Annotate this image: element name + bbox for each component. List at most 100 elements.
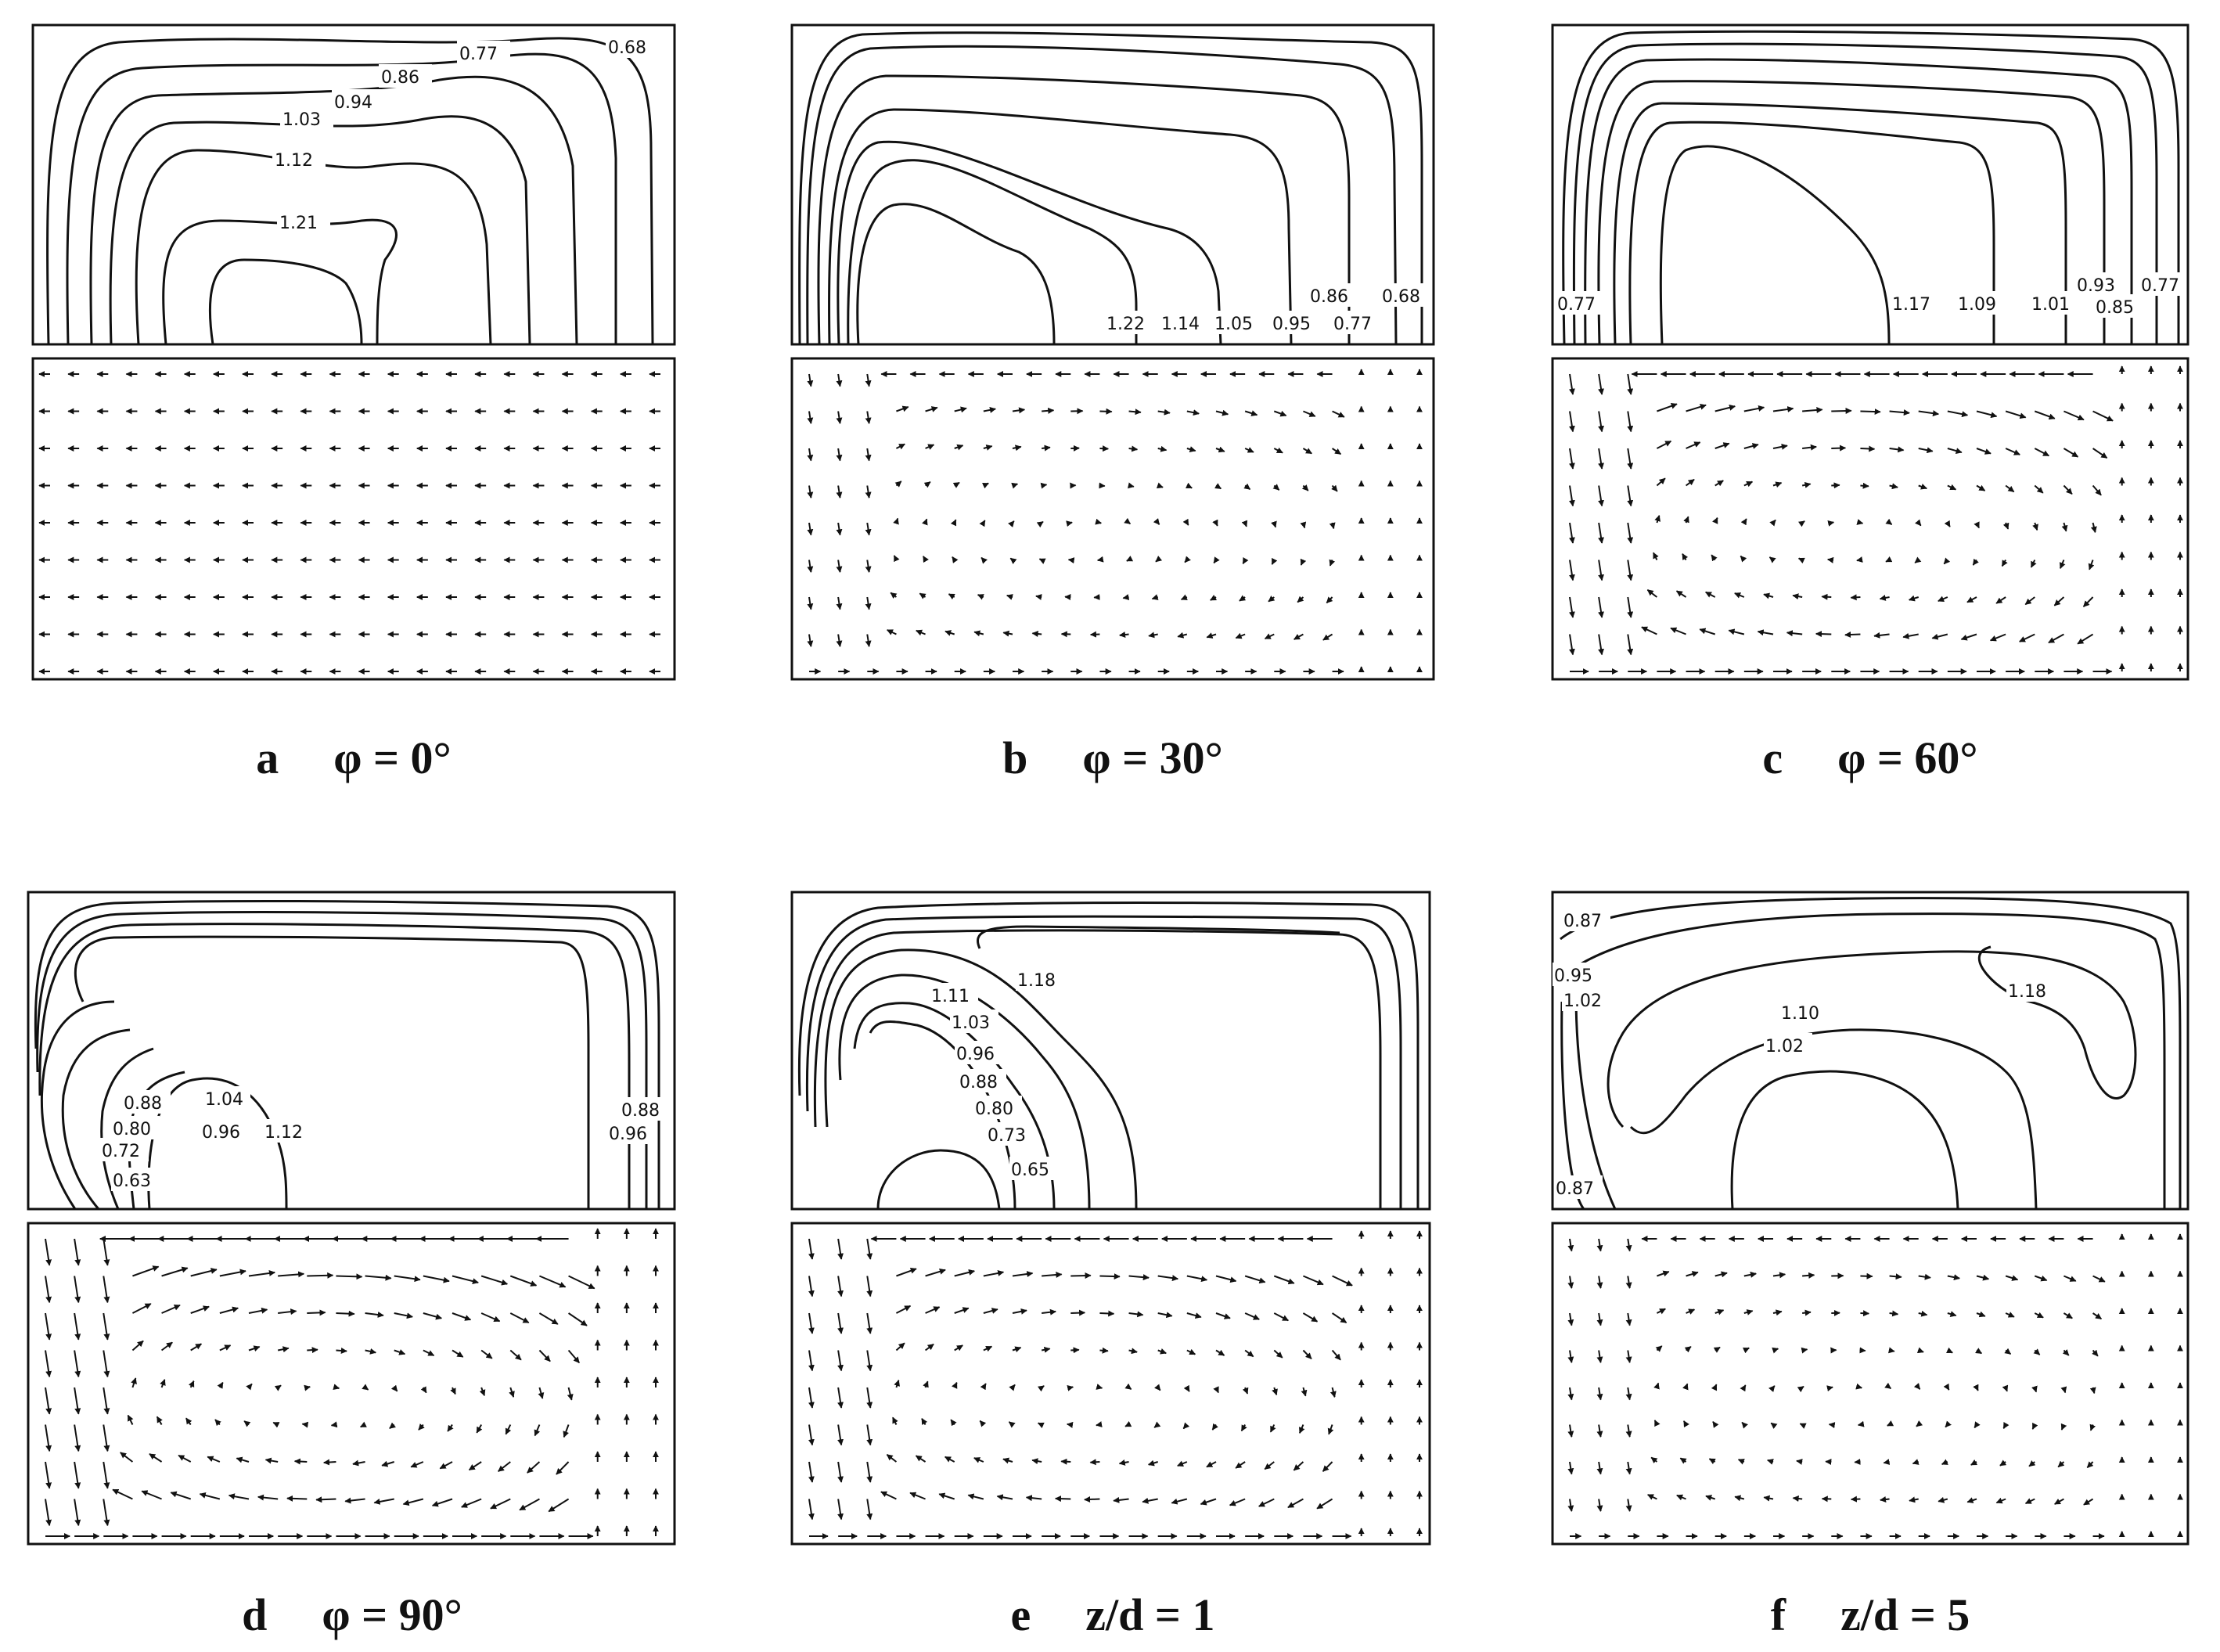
velocity-arrow (450, 1387, 456, 1395)
contour-label-group-a: 0.77 0.68 0.86 0.94 1.03 1.12 1.21 (272, 34, 656, 233)
velocity-arrow (866, 1499, 873, 1521)
velocity-arrow (1831, 482, 1840, 489)
velocity-arrow (2002, 522, 2010, 530)
velocity-arrow (1682, 1383, 1689, 1391)
velocity-arrow (2077, 633, 2094, 645)
velocity-arrow (866, 1312, 873, 1334)
velocity-arrow (1242, 1387, 1249, 1395)
velocity-arrow (1887, 1420, 1894, 1427)
velocity-arrow (1772, 406, 1794, 412)
panel-c: 0.77 1.17 1.09 1.01 0.93 0.85 0.77 (1551, 23, 2189, 346)
velocity-arrow (1625, 1387, 1632, 1401)
velocity-arrow (2005, 1275, 2019, 1281)
velocity-arrow (219, 1344, 232, 1351)
velocity-arrow (461, 1498, 482, 1508)
velocity-arrow (1646, 588, 1658, 598)
velocity-arrow (866, 1387, 873, 1409)
velocity-arrow (1215, 1349, 1225, 1356)
velocity-arrow (1128, 1311, 1144, 1318)
velocity-arrow (893, 555, 900, 563)
velocity-arrow (1815, 631, 1832, 638)
velocity-frame-f (1551, 1222, 2189, 1546)
velocity-arrow (894, 1380, 901, 1388)
velocity-arrow (836, 485, 843, 498)
velocity-arrow (248, 1307, 268, 1314)
velocity-arrow (1180, 594, 1188, 600)
velocity-arrow (1567, 1238, 1574, 1252)
velocity-arrow (264, 1457, 279, 1464)
contour-lines-c (1562, 30, 2180, 345)
velocity-arrow (1675, 590, 1687, 598)
velocity-arrow (2090, 522, 2097, 533)
velocity-arrow (1322, 633, 1333, 641)
velocity-arrow (1772, 443, 1788, 450)
velocity-arrow (808, 1238, 815, 1260)
velocity-arrow (1741, 1421, 1748, 1429)
velocity-arrow (2034, 410, 2056, 420)
velocity-arrow (1647, 1494, 1657, 1500)
velocity-arrow (199, 1492, 221, 1500)
velocity-arrow (1918, 484, 1927, 490)
velocity-arrow (170, 1491, 192, 1500)
velocity-arrow (807, 596, 814, 610)
velocity-arrow (1685, 478, 1695, 487)
velocity-arrow (1293, 1461, 1304, 1471)
contour-label: 0.96 (202, 1123, 240, 1143)
velocity-arrow (190, 1268, 218, 1277)
velocity-arrow (1185, 482, 1193, 489)
velocity-arrow (161, 1304, 181, 1314)
velocity-arrow (1653, 1382, 1660, 1390)
velocity-arrow (1797, 520, 1805, 527)
velocity-arrow (1329, 1387, 1337, 1398)
velocity-arrow (1215, 409, 1229, 416)
velocity-arrow (1827, 520, 1835, 527)
contour-lines-f (1560, 897, 2182, 1210)
velocity-arrow (1743, 1309, 1754, 1315)
velocity-arrow (103, 1499, 110, 1527)
velocity-arrow (1743, 480, 1754, 488)
velocity-arrow (1264, 633, 1275, 640)
contour-label: 1.10 (1781, 1004, 1819, 1024)
contour-label: 0.77 (2141, 276, 2179, 296)
velocity-arrow (423, 1312, 443, 1320)
velocity-arrow (1240, 1424, 1247, 1432)
velocity-arrow (1567, 1350, 1574, 1363)
velocity-arrow (1301, 484, 1309, 491)
contour-label: 0.80 (113, 1120, 151, 1139)
velocity-arrow (479, 1387, 486, 1397)
velocity-arrow (983, 1308, 998, 1314)
velocity-arrow (1002, 630, 1013, 637)
velocity-arrow (1713, 1346, 1721, 1353)
velocity-arrow (1200, 1498, 1217, 1506)
contour-label: 0.86 (381, 68, 419, 88)
velocity-arrow (1995, 1497, 2006, 1504)
velocity-arrow (1973, 1384, 1979, 1391)
velocity-arrow (865, 596, 872, 610)
velocity-arrow (1705, 591, 1716, 598)
velocity-arrow (979, 520, 986, 527)
velocity-arrow (1264, 1461, 1275, 1470)
velocity-arrow (2083, 1498, 2094, 1506)
panel-b: 1.22 1.14 1.05 0.95 0.86 0.77 0.68 (790, 23, 1435, 346)
velocity-arrow (161, 1266, 189, 1277)
velocity-arrow (1089, 1459, 1100, 1466)
velocity-arrow (1302, 1312, 1319, 1323)
velocity-arrow (1657, 402, 1678, 412)
velocity-arrow (1568, 448, 1575, 470)
velocity-arrow (423, 1349, 435, 1356)
velocity-arrow (1627, 522, 1634, 544)
contour-frame-e (790, 891, 1431, 1211)
contour-label: 1.18 (1017, 971, 1056, 991)
velocity-arrow (1151, 594, 1159, 600)
velocity-arrow (365, 1348, 377, 1355)
velocity-arrow (1213, 556, 1220, 564)
velocity-arrow (418, 1423, 425, 1431)
velocity-arrow (156, 1416, 163, 1426)
velocity-arrow (886, 1453, 898, 1463)
velocity-arrow (893, 517, 899, 525)
velocity-arrow (894, 480, 902, 488)
contour-label: 0.96 (609, 1125, 647, 1144)
velocity-arrow (2060, 560, 2066, 570)
velocity-arrow (390, 1384, 398, 1392)
